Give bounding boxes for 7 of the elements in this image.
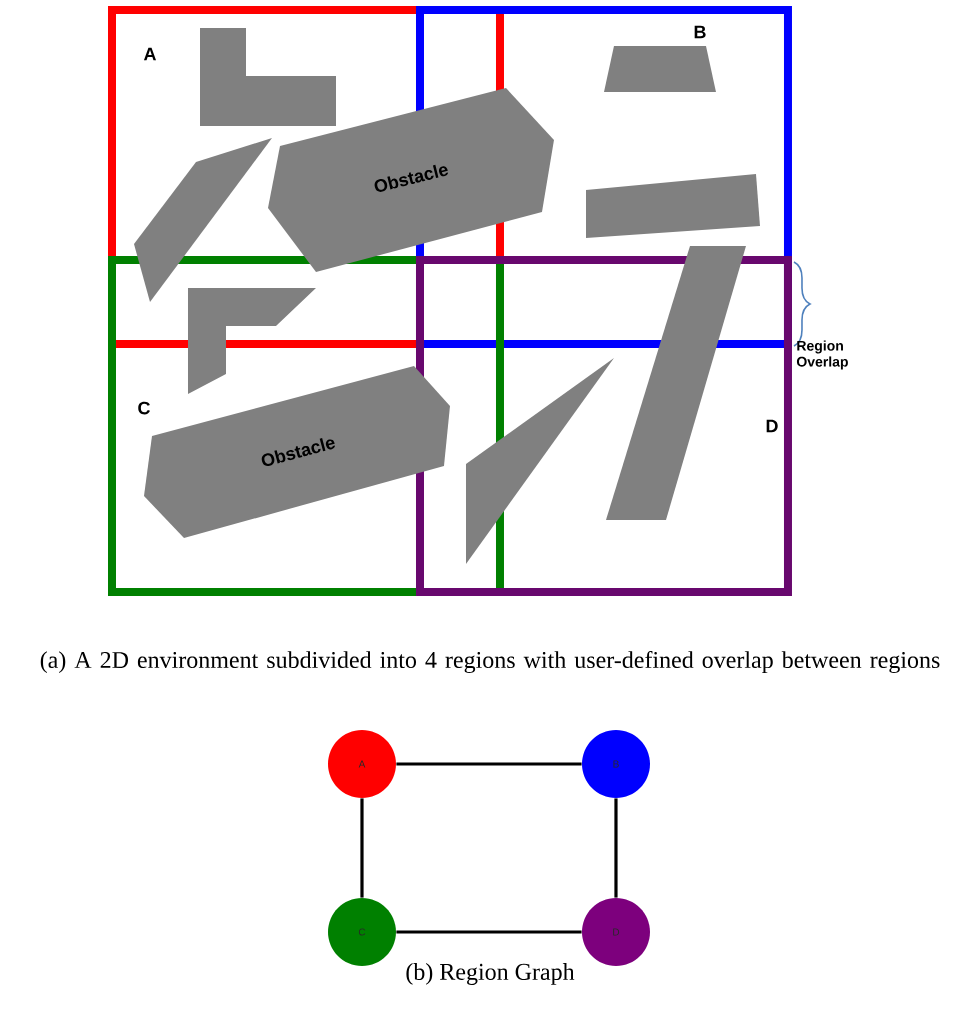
caption: (b) Region Graph bbox=[406, 963, 575, 985]
region-rectangle: D bbox=[416, 256, 792, 596]
caption: (a) A 2D environment subdivided into 4 regions with user-defined overlap between regions bbox=[40, 650, 940, 674]
graph-edge bbox=[396, 930, 582, 934]
graph-edge bbox=[396, 762, 582, 766]
graph-edge bbox=[614, 798, 618, 898]
graph-edge bbox=[360, 798, 364, 898]
